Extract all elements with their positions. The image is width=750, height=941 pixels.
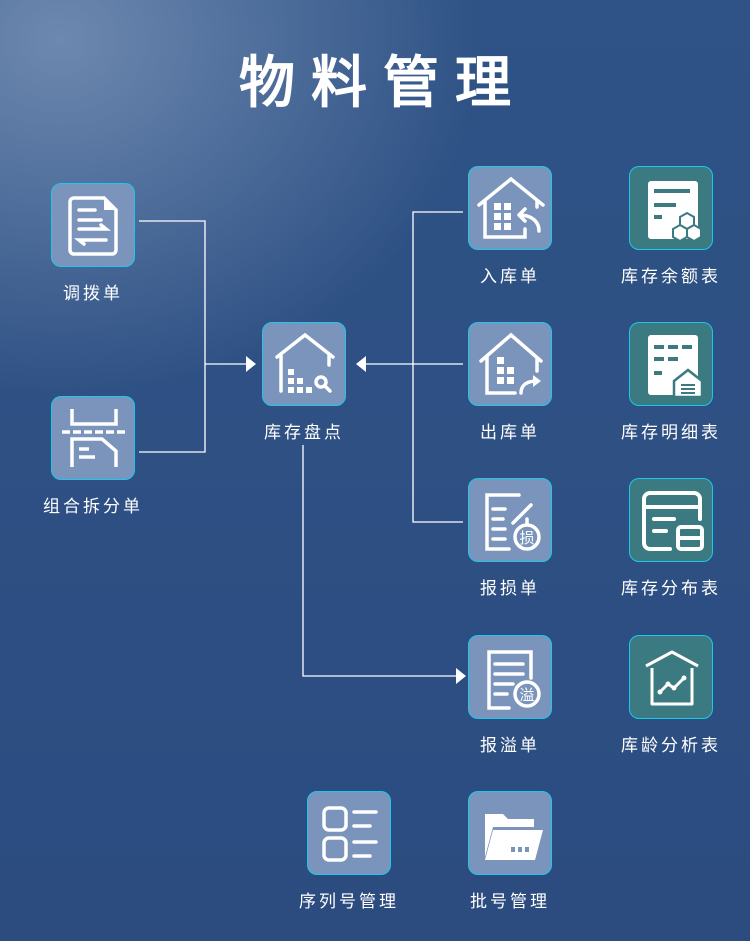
folder-icon — [485, 814, 543, 860]
serial-number-tile[interactable] — [307, 791, 391, 875]
stock-distribution-tile[interactable] — [629, 478, 713, 562]
stock-distribution-label: 库存分布表 — [621, 579, 721, 599]
inbound-order-tile[interactable] — [468, 166, 552, 250]
page-title: 物料管理 — [239, 51, 527, 116]
transfer-order-label: 调拨单 — [63, 284, 123, 304]
transfer-order-tile[interactable] — [51, 183, 135, 267]
list-icon — [322, 806, 378, 862]
warehouse-inbound-icon — [477, 176, 545, 239]
outbound-order-tile[interactable] — [468, 322, 552, 406]
assembly-order-tile[interactable] — [51, 396, 135, 480]
overflow-report-tile[interactable]: 溢 — [468, 635, 552, 719]
overflow-report-label: 报溢单 — [480, 736, 540, 756]
loss-report-tile[interactable]: 损 — [468, 478, 552, 562]
loss-badge: 损 — [519, 529, 534, 547]
stock-detail-tile[interactable] — [629, 322, 713, 406]
overflow-report-icon: 溢 — [487, 650, 541, 710]
inbound-order-label: 入库单 — [480, 267, 540, 287]
stock-balance-tile[interactable] — [629, 166, 713, 250]
warehouse-chart-icon — [645, 650, 699, 706]
stock-aging-tile[interactable] — [629, 635, 713, 719]
warehouse-search-icon — [275, 332, 335, 393]
batch-number-label: 批号管理 — [470, 892, 550, 912]
overflow-badge: 溢 — [519, 686, 534, 704]
arrow-right — [456, 668, 466, 684]
arrow-right — [246, 356, 256, 372]
stock-balance-label: 库存余额表 — [621, 267, 721, 287]
warehouse-outbound-icon — [479, 332, 543, 395]
outbound-order-label: 出库单 — [480, 423, 540, 443]
loss-report-label: 报损单 — [480, 579, 540, 599]
stocktake-tile[interactable] — [262, 322, 346, 406]
report-warehouse-icon — [648, 335, 704, 399]
loss-report-icon: 损 — [485, 493, 541, 551]
table-layout-icon — [642, 491, 704, 551]
stocktake-label: 库存盘点 — [264, 423, 344, 443]
split-document-icon — [62, 409, 126, 467]
report-boxes-icon — [648, 181, 702, 243]
stock-detail-label: 库存明细表 — [621, 423, 721, 443]
transfer-document-icon — [68, 196, 118, 256]
batch-number-tile[interactable] — [468, 791, 552, 875]
stock-aging-label: 库龄分析表 — [621, 736, 721, 756]
assembly-order-label: 组合拆分单 — [43, 497, 143, 517]
serial-number-label: 序列号管理 — [299, 892, 399, 912]
arrow-left — [356, 356, 366, 372]
